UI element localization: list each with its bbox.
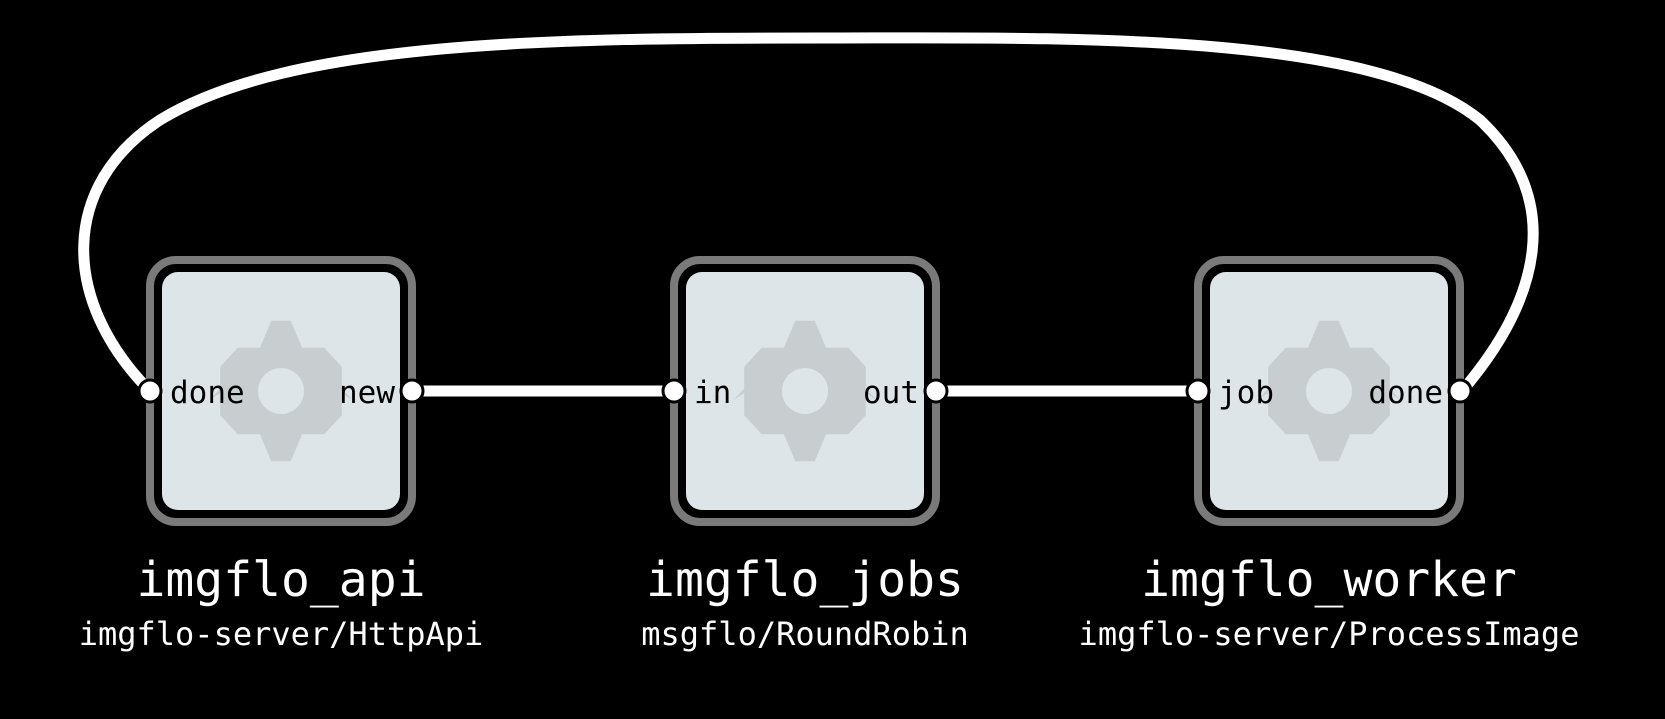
node-title: imgflo_worker xyxy=(1141,552,1517,608)
node-imgflo-worker[interactable]: job done imgflo_worker imgflo-server/Pro… xyxy=(1079,256,1580,653)
port-out-out[interactable] xyxy=(923,378,949,404)
node-component: imgflo-server/HttpApi xyxy=(79,615,484,653)
node-component: imgflo-server/ProcessImage xyxy=(1079,615,1580,653)
node-body xyxy=(162,272,400,510)
port-label-out: new xyxy=(339,375,395,411)
port-label-out: done xyxy=(1368,375,1443,411)
node-body xyxy=(686,272,924,510)
port-in-in[interactable] xyxy=(661,378,687,404)
port-label-in: done xyxy=(170,375,245,411)
port-label-out: out xyxy=(863,375,919,411)
port-job-in[interactable] xyxy=(1185,378,1211,404)
node-title: imgflo_jobs xyxy=(646,552,964,608)
node-body xyxy=(1210,272,1448,510)
port-done-out[interactable] xyxy=(1447,378,1473,404)
node-imgflo-api[interactable]: done new imgflo_api imgflo-server/HttpAp… xyxy=(79,256,484,653)
port-label-in: job xyxy=(1218,375,1274,411)
port-done-in[interactable] xyxy=(137,378,163,404)
node-title: imgflo_api xyxy=(137,552,426,608)
edge-worker-to-api[interactable] xyxy=(78,32,1539,395)
port-new-out[interactable] xyxy=(399,378,425,404)
port-label-in: in xyxy=(694,375,731,411)
node-component: msgflo/RoundRobin xyxy=(641,615,969,653)
node-imgflo-jobs[interactable]: in out imgflo_jobs msgflo/RoundRobin xyxy=(641,256,969,653)
